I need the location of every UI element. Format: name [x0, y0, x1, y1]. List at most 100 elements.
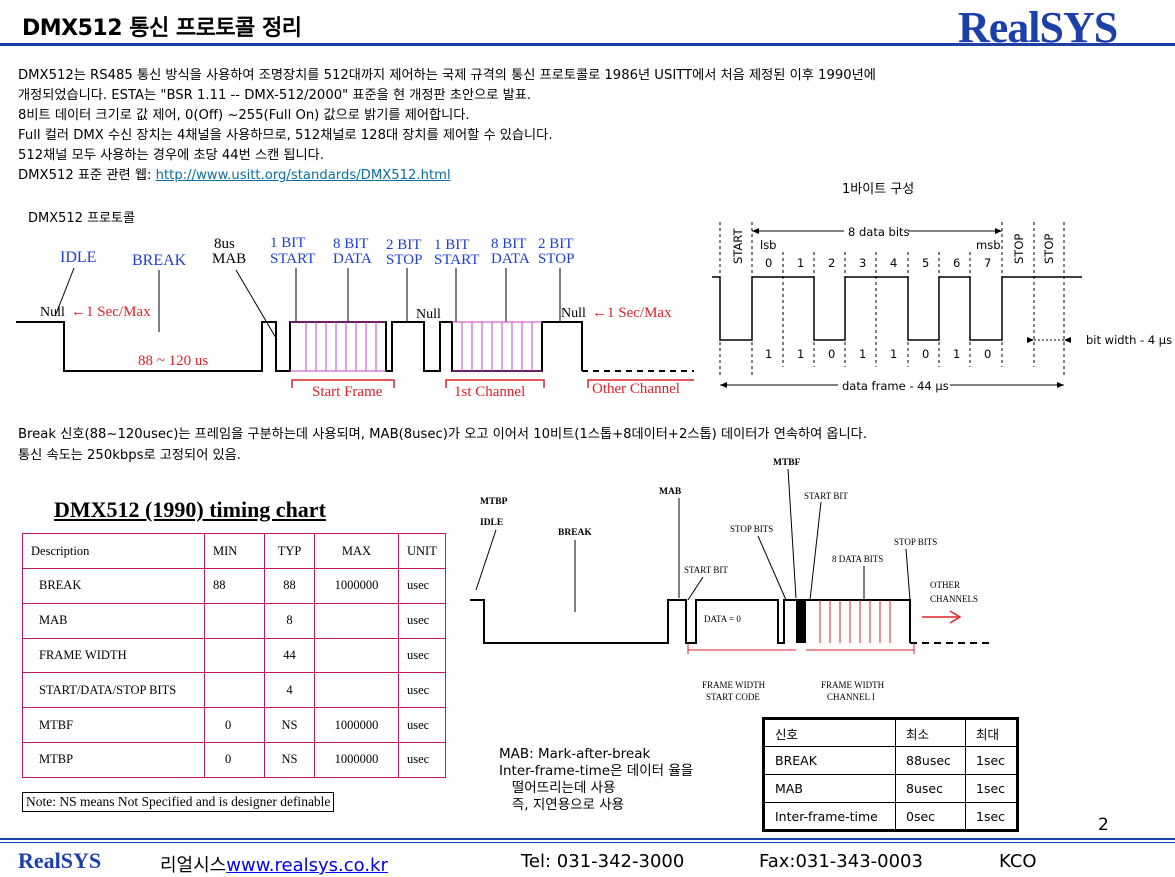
- table-row: MTBF 0 NS 1000000 usec: [22, 707, 446, 743]
- table-cell: usec: [398, 741, 446, 778]
- website-link[interactable]: www.realsys.co.kr: [226, 855, 388, 876]
- table-header-row: Description MIN TYP MAX UNIT: [22, 533, 446, 569]
- timing-note: Note: NS means Not Specified and is desi…: [22, 792, 335, 812]
- channel-label: CHANNEL I: [827, 692, 875, 702]
- table-cell: MTBF: [22, 707, 205, 743]
- table-cell: 1000000: [314, 707, 399, 743]
- usitt-link[interactable]: http://www.usitt.org/standards/DMX512.ht…: [155, 168, 451, 183]
- mab-time-label: 8us: [214, 236, 235, 252]
- note-line: Inter-frame-time은 데이터 율을: [499, 763, 694, 779]
- start-code-bar: [796, 600, 806, 643]
- table-cell: 44: [264, 637, 315, 674]
- column-header: TYP: [264, 533, 315, 569]
- stop-bits-label: STOP BITS: [894, 537, 937, 547]
- footer-divider: [0, 842, 1175, 843]
- table-row: MAB 8 usec: [22, 602, 446, 639]
- msb-label: msb: [976, 238, 1001, 252]
- table-cell: Inter-frame-time: [763, 802, 896, 831]
- footer-tel: Tel: 031-342-3000: [521, 851, 685, 872]
- table-cell: MTBP: [22, 741, 205, 778]
- table-cell: 1sec: [965, 802, 1018, 831]
- bit-index: 3: [859, 256, 866, 270]
- idle-label: IDLE: [60, 249, 96, 266]
- bit-value: 1: [890, 347, 897, 361]
- table-cell: 88: [204, 568, 265, 604]
- signal-table: 신호 최소 최대 BREAK 88usec 1sec MAB 8usec 1se…: [762, 717, 1019, 832]
- start-bit-label: 1 BIT: [434, 237, 469, 253]
- intro-line: 8비트 데이터 크기로 값 제어, 0(Off) ~255(Full On) 값…: [18, 108, 470, 123]
- sec-max-label: ←1 Sec/Max: [71, 304, 151, 320]
- stop-label: STOP: [1012, 234, 1026, 264]
- data-zero-label: DATA = 0: [704, 614, 741, 624]
- table-cell: BREAK: [763, 746, 896, 775]
- bit-value: 0: [828, 347, 835, 361]
- break-time-label: 88 ~ 120 us: [138, 353, 208, 369]
- first-channel-label: 1st Channel: [454, 384, 525, 400]
- table-cell: 1000000: [314, 741, 399, 778]
- sec-max-label: ←1 Sec/Max: [592, 305, 672, 321]
- other-channel-label: Other Channel: [592, 381, 680, 397]
- bit-index: 6: [953, 256, 960, 270]
- stop-bit-label: 2 BIT: [538, 236, 573, 252]
- table-cell: usec: [398, 707, 446, 743]
- table-cell: MAB: [22, 602, 205, 639]
- footer-divider: [0, 838, 1175, 840]
- frame-width-label: FRAME WIDTH: [702, 680, 766, 690]
- table-cell: 8usec: [895, 774, 966, 803]
- table-cell: 88: [264, 568, 315, 604]
- column-header: UNIT: [398, 533, 446, 569]
- company-name: 리얼시스: [160, 855, 227, 876]
- frame-width-label: FRAME WIDTH: [821, 680, 885, 690]
- footer-code: KCO: [999, 851, 1037, 872]
- mab-label: MAB: [212, 251, 246, 267]
- table-cell: 1000000: [314, 568, 399, 604]
- data-bit-label: DATA: [491, 251, 530, 267]
- table-cell: usec: [398, 602, 446, 639]
- table-row: FRAME WIDTH 44 usec: [22, 637, 446, 674]
- timing-chart-title: DMX512 (1990) timing chart: [54, 497, 326, 522]
- table-cell: 0: [204, 707, 265, 743]
- stop-bits-label: STOP BITS: [730, 524, 773, 534]
- table-cell: [204, 602, 265, 639]
- table-cell: BREAK: [22, 568, 205, 604]
- stop-bit-label: STOP: [538, 251, 574, 267]
- byte-diagram: START 8 data bits lsb msb STOP STOP bit …: [712, 222, 1172, 393]
- footer-fax: Fax:031-343-0003: [759, 851, 923, 872]
- table-cell: 4: [264, 672, 315, 709]
- start-bit-label: START: [434, 252, 479, 268]
- bit-index: 5: [922, 256, 929, 270]
- bit-value: 1: [765, 347, 772, 361]
- column-header: MAX: [314, 533, 399, 569]
- data-bit-label: 8 BIT: [333, 236, 368, 252]
- table-row: Inter-frame-time 0sec 1sec: [763, 802, 1018, 831]
- null-label: Null: [40, 305, 65, 320]
- stop-bit-label: 2 BIT: [386, 237, 421, 253]
- bit-index: 7: [984, 256, 991, 270]
- table-row: START/DATA/STOP BITS 4 usec: [22, 672, 446, 709]
- mab-label: MAB: [659, 487, 682, 497]
- table-header-row: 신호 최소 최대: [763, 718, 1018, 747]
- break-label: BREAK: [132, 252, 187, 269]
- break-desc-line: 통신 속도는 250kbps로 고정되어 있음.: [18, 447, 241, 463]
- idle-label: IDLE: [480, 518, 503, 528]
- column-header: 최소: [895, 718, 966, 747]
- intro-line: 512채널 모두 사용하는 경우에 초당 44번 스캔 됩니다.: [18, 148, 325, 163]
- data-bits-label: 8 data bits: [848, 225, 910, 239]
- bit-value: 0: [922, 347, 929, 361]
- footer-logo: RealSYS: [18, 848, 102, 873]
- protocol-caption: DMX512 프로토콜: [28, 211, 135, 226]
- start-code-label: START CODE: [706, 692, 760, 702]
- page-title: DMX512 통신 프로토콜 정리: [22, 16, 302, 41]
- frame-diagram: MTBF MTBP IDLE MAB BREAK START BIT STOP …: [470, 458, 994, 702]
- bit-index: 2: [828, 256, 835, 270]
- column-header: MIN: [204, 533, 265, 569]
- table-cell: NS: [264, 707, 315, 743]
- note-line: 즉, 지연용으로 사용: [499, 797, 625, 813]
- footer-company: 리얼시스www.realsys.co.kr: [160, 851, 388, 877]
- table-cell: 1sec: [965, 774, 1018, 803]
- table-cell: [314, 637, 399, 674]
- channels-label: CHANNELS: [930, 594, 978, 604]
- timing-chart-table: Description MIN TYP MAX UNIT BREAK 88 88…: [22, 533, 446, 778]
- page-number: 2: [1098, 815, 1109, 835]
- intro-line: Full 컬러 DMX 수신 장치는 4채널을 사용하므로, 512채널로 12…: [18, 128, 553, 143]
